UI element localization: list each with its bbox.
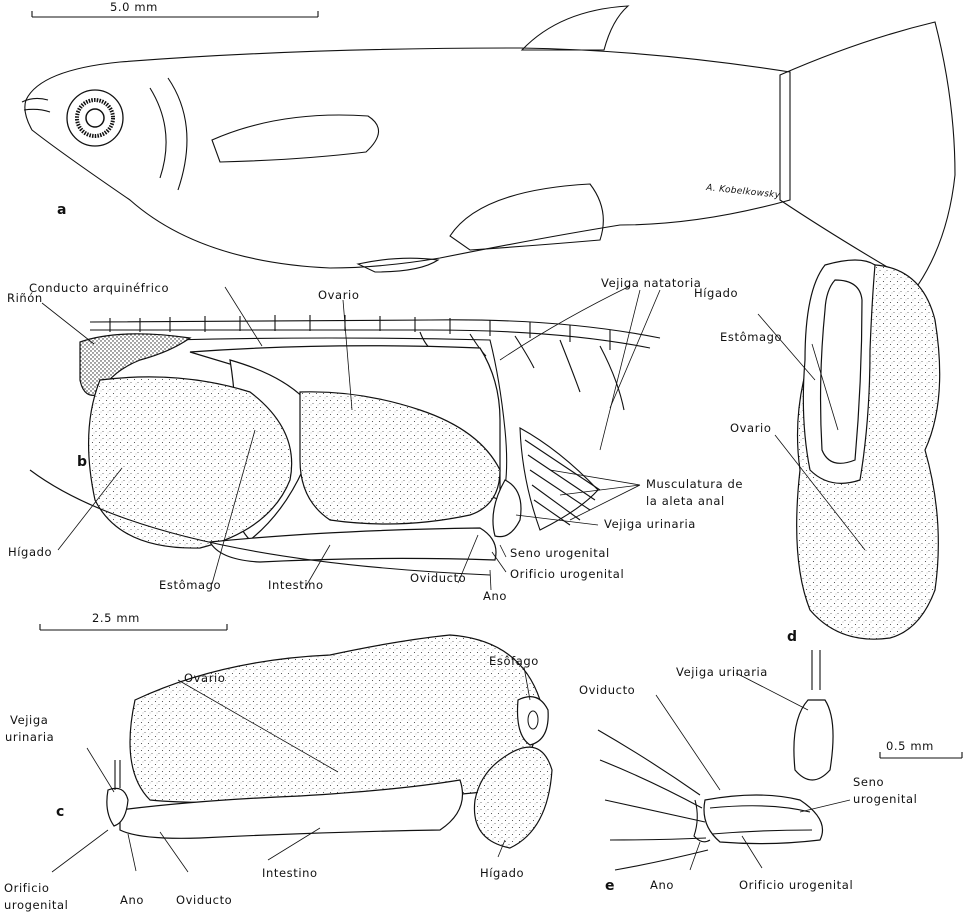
label-estomago-b: Estômago <box>159 578 221 592</box>
panel-label-e: e <box>605 878 615 894</box>
artist-signature: A. Kobelkowsky <box>705 183 781 201</box>
ovario-c <box>130 635 540 803</box>
scale-bar-small-label: 0.5 mm <box>886 739 934 753</box>
panel-label-a: a <box>57 202 66 218</box>
label-musculatura-2: la aleta anal <box>646 494 725 508</box>
label-ano-e: Ano <box>650 878 674 892</box>
label-ano-b: Ano <box>483 589 507 603</box>
dorsal-fin <box>522 6 628 50</box>
anal-fin <box>450 184 603 250</box>
label-rinon: Riñón <box>7 291 43 305</box>
label-musculatura-1: Musculatura de <box>646 477 743 491</box>
label-ovario-d: Ovario <box>730 421 771 435</box>
label-orificio-c-2: urogenital <box>4 898 68 912</box>
panel-label-c: c <box>56 804 64 820</box>
label-vejiga-natatoria: Vejiga natatoria <box>601 276 701 290</box>
label-orificio-c-1: Orificio <box>4 881 50 895</box>
panel-d-organs: Hígado Estômago Ovario d <box>694 260 940 645</box>
caudal-fin <box>780 22 955 285</box>
label-intestino-c: Intestino <box>262 866 318 880</box>
panel-b-dissection: Conducto arquinéfrico Riñón Ovario Vejig… <box>7 276 743 603</box>
eye <box>67 90 123 146</box>
label-intestino-b: Intestino <box>268 578 324 592</box>
seno-urogenital-e <box>704 795 823 844</box>
label-seno-e-2: urogenital <box>853 792 917 806</box>
label-orificio-urogenital-e: Orificio urogenital <box>739 878 853 892</box>
panel-c-ventral: Ovario Esôfago Vejiga urinaria Orificio … <box>4 635 552 912</box>
panel-label-d: d <box>787 629 797 645</box>
musculatura-aleta-anal <box>520 428 598 530</box>
e-ureter <box>812 650 820 690</box>
scale-bar-top: 5.0 mm <box>32 0 318 17</box>
operculum <box>168 78 187 190</box>
label-esofago-c: Esôfago <box>489 654 539 668</box>
label-estomago-d: Estômago <box>720 330 782 344</box>
label-vejiga-urinaria-e: Vejiga urinaria <box>676 665 768 679</box>
label-oviducto-e: Oviducto <box>579 683 635 697</box>
label-orificio-urogenital-b: Orificio urogenital <box>510 567 624 581</box>
label-oviducto-b: Oviducto <box>410 571 466 585</box>
label-ovario-b: Ovario <box>318 288 359 302</box>
label-higado-c: Hígado <box>480 866 524 880</box>
label-ano-c: Ano <box>120 893 144 907</box>
label-conducto-arquinefrico: Conducto arquinéfrico <box>29 281 169 295</box>
scale-bar-middle: 2.5 mm <box>40 611 227 630</box>
label-higado-d: Hígado <box>694 286 738 300</box>
panel-a-fish: A. Kobelkowsky a <box>22 6 955 285</box>
scale-bar-top-label: 5.0 mm <box>110 0 158 14</box>
label-vejiga-c-1: Vejiga <box>10 713 48 727</box>
label-oviducto-c: Oviducto <box>176 893 232 907</box>
scale-bar-middle-label: 2.5 mm <box>92 611 140 625</box>
panel-e-urogenital: 0.5 mm Vejiga urinaria Oviducto Seno uro… <box>579 650 962 894</box>
label-vejiga-urinaria-b: Vejiga urinaria <box>604 517 696 531</box>
label-seno-e-1: Seno <box>853 775 884 789</box>
label-higado-b: Hígado <box>8 545 52 559</box>
estomago-d <box>821 280 862 463</box>
label-ovario-c: Ovario <box>184 671 225 685</box>
label-vejiga-c-2: urinaria <box>5 730 54 744</box>
label-seno-urogenital-b: Seno urogenital <box>510 546 610 560</box>
pectoral-fin <box>212 115 379 162</box>
e-fin-rays <box>598 730 708 870</box>
mouth <box>22 98 50 112</box>
panel-label-b: b <box>77 454 87 470</box>
fish-body <box>25 48 790 268</box>
vejiga-urinaria-e <box>794 700 833 780</box>
preoperculum <box>150 88 166 178</box>
